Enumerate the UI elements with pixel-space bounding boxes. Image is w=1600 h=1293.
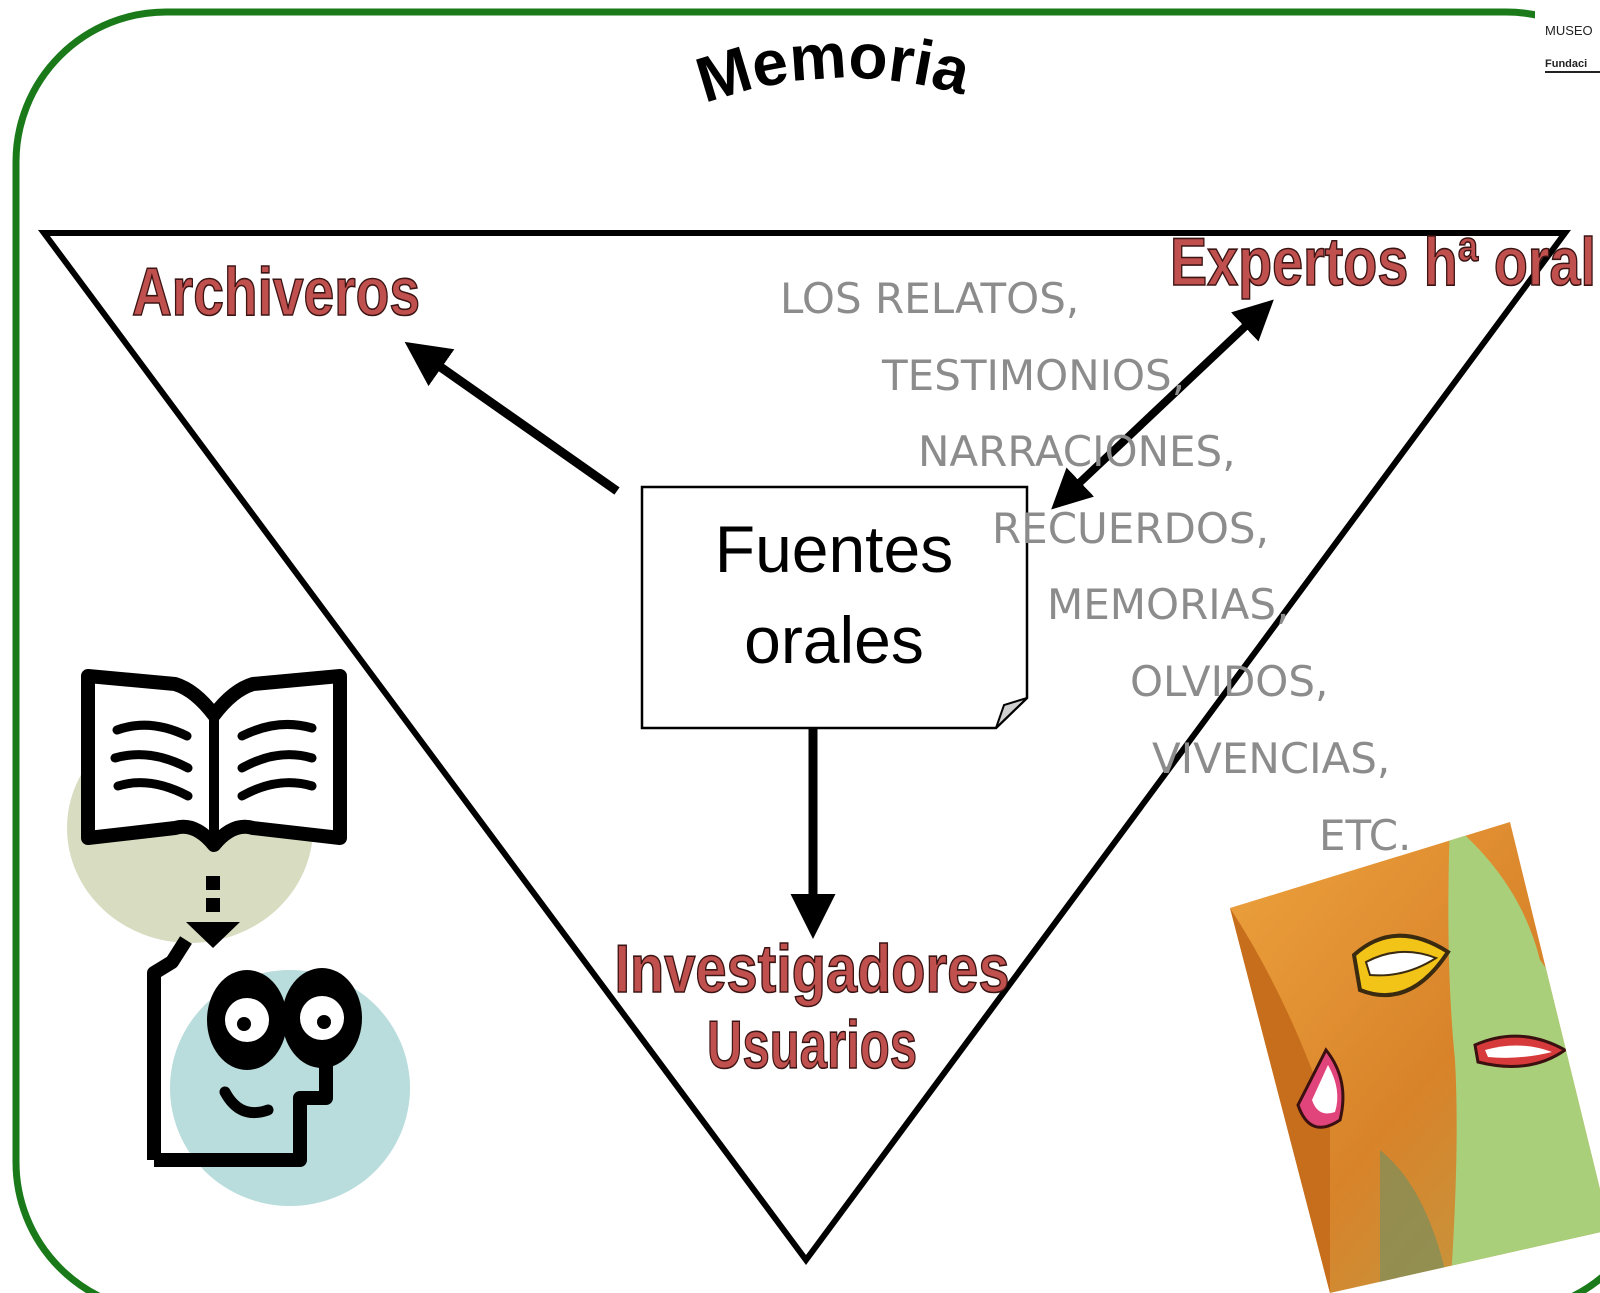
arrow-to-archiveros xyxy=(404,341,620,495)
museum-logo: MUSEO Fundaci xyxy=(1535,0,1600,82)
green-frame xyxy=(12,8,1600,1293)
main-triangle xyxy=(38,230,1571,1266)
source-type-item: MEMORIAS, xyxy=(1047,580,1289,629)
logo-line-2: Fundaci xyxy=(1545,58,1587,70)
faces-painting xyxy=(1230,822,1600,1293)
open-book-icon xyxy=(67,669,347,943)
box-line-2: orales xyxy=(744,603,924,677)
box-line-1: Fuentes xyxy=(715,512,953,586)
source-type-item: NARRACIONES, xyxy=(918,427,1236,476)
source-type-item: ETC. xyxy=(1319,811,1411,860)
source-type-item: OLVIDOS, xyxy=(1130,657,1328,706)
fuentes-orales-box: Fuentes orales xyxy=(640,485,1029,730)
role-archiveros: Archiveros xyxy=(132,254,420,330)
source-type-item: TESTIMONIOS, xyxy=(881,351,1185,400)
diagram-title: Memoria xyxy=(688,19,978,116)
source-type-item: LOS RELATOS, xyxy=(780,274,1079,323)
arrow-to-expertos xyxy=(1051,299,1274,510)
source-type-item: VIVENCIAS, xyxy=(1152,734,1390,783)
thinking-face-icon xyxy=(147,936,410,1206)
source-types-list: LOS RELATOS, TESTIMONIOS, NARRACIONES, R… xyxy=(780,274,1411,860)
role-investigadores: Investigadores xyxy=(615,931,1010,1007)
down-arrow-icon xyxy=(186,876,240,948)
logo-line-1: MUSEO xyxy=(1545,23,1593,38)
role-usuarios: Usuarios xyxy=(707,1007,917,1083)
source-type-item: RECUERDOS, xyxy=(992,504,1269,553)
diagram-title-text: Memoria xyxy=(688,19,978,116)
role-expertos: Expertos hª oral xyxy=(1170,224,1596,300)
